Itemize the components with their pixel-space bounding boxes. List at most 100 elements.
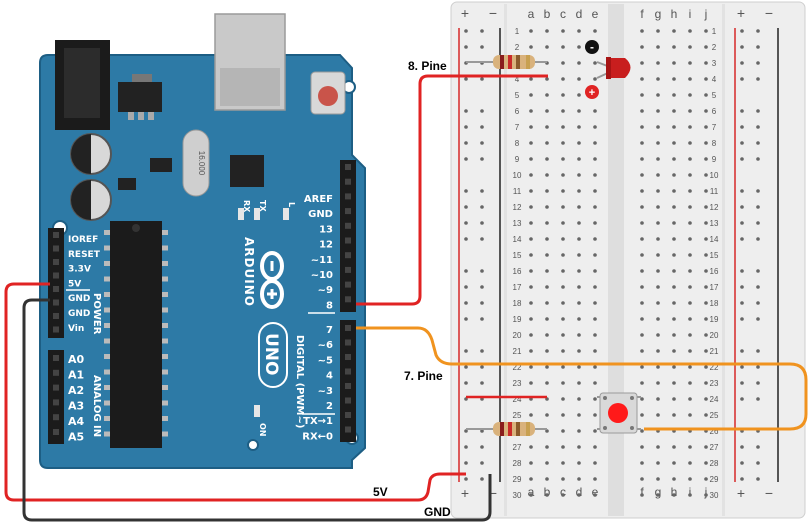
rail-hole[interactable]: [464, 45, 468, 49]
rail-hole[interactable]: [480, 285, 484, 289]
rail-hole[interactable]: [756, 269, 760, 273]
hole[interactable]: [561, 493, 565, 497]
header-socket[interactable]: [345, 354, 351, 360]
hole[interactable]: [656, 333, 660, 337]
hole[interactable]: [704, 189, 708, 193]
hole[interactable]: [640, 397, 644, 401]
hole[interactable]: [593, 29, 597, 33]
header-socket[interactable]: [53, 355, 59, 361]
hole[interactable]: [688, 285, 692, 289]
rail-hole[interactable]: [756, 477, 760, 481]
rail-hole[interactable]: [464, 317, 468, 321]
hole[interactable]: [529, 349, 533, 353]
hole[interactable]: [577, 365, 581, 369]
hole[interactable]: [672, 125, 676, 129]
header-socket[interactable]: [345, 426, 351, 433]
rail-hole[interactable]: [740, 29, 744, 33]
rail-hole[interactable]: [756, 45, 760, 49]
hole[interactable]: [704, 157, 708, 161]
header-socket[interactable]: [53, 369, 59, 376]
hole[interactable]: [656, 413, 660, 417]
hole[interactable]: [704, 45, 708, 49]
rail-hole[interactable]: [740, 477, 744, 481]
hole[interactable]: [656, 61, 660, 65]
hole[interactable]: [561, 445, 565, 449]
hole[interactable]: [593, 269, 597, 273]
hole[interactable]: [688, 237, 692, 241]
rail-hole[interactable]: [464, 461, 468, 465]
hole[interactable]: [593, 285, 597, 289]
rail-hole[interactable]: [740, 317, 744, 321]
hole[interactable]: [704, 317, 708, 321]
hole[interactable]: [640, 317, 644, 321]
hole[interactable]: [561, 429, 565, 433]
hole[interactable]: [640, 141, 644, 145]
hole[interactable]: [593, 221, 597, 225]
header-socket[interactable]: [53, 414, 59, 421]
rail-hole[interactable]: [756, 285, 760, 289]
hole[interactable]: [577, 253, 581, 257]
hole[interactable]: [577, 397, 581, 401]
rail-hole[interactable]: [740, 205, 744, 209]
rail-hole[interactable]: [756, 189, 760, 193]
hole[interactable]: [545, 269, 549, 273]
hole[interactable]: [640, 461, 644, 465]
hole[interactable]: [577, 461, 581, 465]
hole[interactable]: [529, 365, 533, 369]
rail-hole[interactable]: [756, 77, 760, 81]
hole[interactable]: [672, 317, 676, 321]
hole[interactable]: [577, 221, 581, 225]
hole[interactable]: [529, 45, 533, 49]
hole[interactable]: [704, 365, 708, 369]
hole[interactable]: [577, 29, 581, 33]
hole[interactable]: [688, 365, 692, 369]
hole[interactable]: [545, 253, 549, 257]
rail-hole[interactable]: [480, 205, 484, 209]
header-socket[interactable]: [345, 339, 351, 346]
rail-hole[interactable]: [740, 397, 744, 401]
hole[interactable]: [561, 285, 565, 289]
hole[interactable]: [593, 445, 597, 449]
hole[interactable]: [577, 93, 581, 97]
hole[interactable]: [672, 205, 676, 209]
hole[interactable]: [545, 461, 549, 465]
hole[interactable]: [593, 205, 597, 209]
hole[interactable]: [704, 333, 708, 337]
hole[interactable]: [529, 269, 533, 273]
header-socket[interactable]: [53, 232, 59, 238]
hole[interactable]: [704, 477, 708, 481]
hole[interactable]: [529, 461, 533, 465]
rail-hole[interactable]: [480, 477, 484, 481]
hole[interactable]: [688, 397, 692, 401]
rail-hole[interactable]: [740, 61, 744, 65]
hole[interactable]: [640, 285, 644, 289]
hole[interactable]: [593, 397, 597, 401]
header-socket[interactable]: [345, 164, 351, 170]
hole[interactable]: [688, 445, 692, 449]
rail-hole[interactable]: [740, 349, 744, 353]
hole[interactable]: [704, 237, 708, 241]
hole[interactable]: [640, 301, 644, 305]
hole[interactable]: [529, 109, 533, 113]
header-socket[interactable]: [53, 313, 59, 319]
rail-hole[interactable]: [756, 237, 760, 241]
hole[interactable]: [561, 365, 565, 369]
hole[interactable]: [672, 477, 676, 481]
rail-hole[interactable]: [464, 157, 468, 161]
hole[interactable]: [672, 461, 676, 465]
hole[interactable]: [672, 269, 676, 273]
rail-hole[interactable]: [480, 77, 484, 81]
hole[interactable]: [561, 253, 565, 257]
hole[interactable]: [688, 29, 692, 33]
hole[interactable]: [672, 109, 676, 113]
hole[interactable]: [672, 93, 676, 97]
rail-hole[interactable]: [756, 461, 760, 465]
rail-hole[interactable]: [480, 29, 484, 33]
header-socket[interactable]: [53, 259, 59, 265]
hole[interactable]: [640, 109, 644, 113]
rail-hole[interactable]: [740, 461, 744, 465]
hole[interactable]: [561, 109, 565, 113]
header-socket[interactable]: [345, 252, 351, 259]
hole[interactable]: [640, 45, 644, 49]
rail-hole[interactable]: [740, 125, 744, 129]
